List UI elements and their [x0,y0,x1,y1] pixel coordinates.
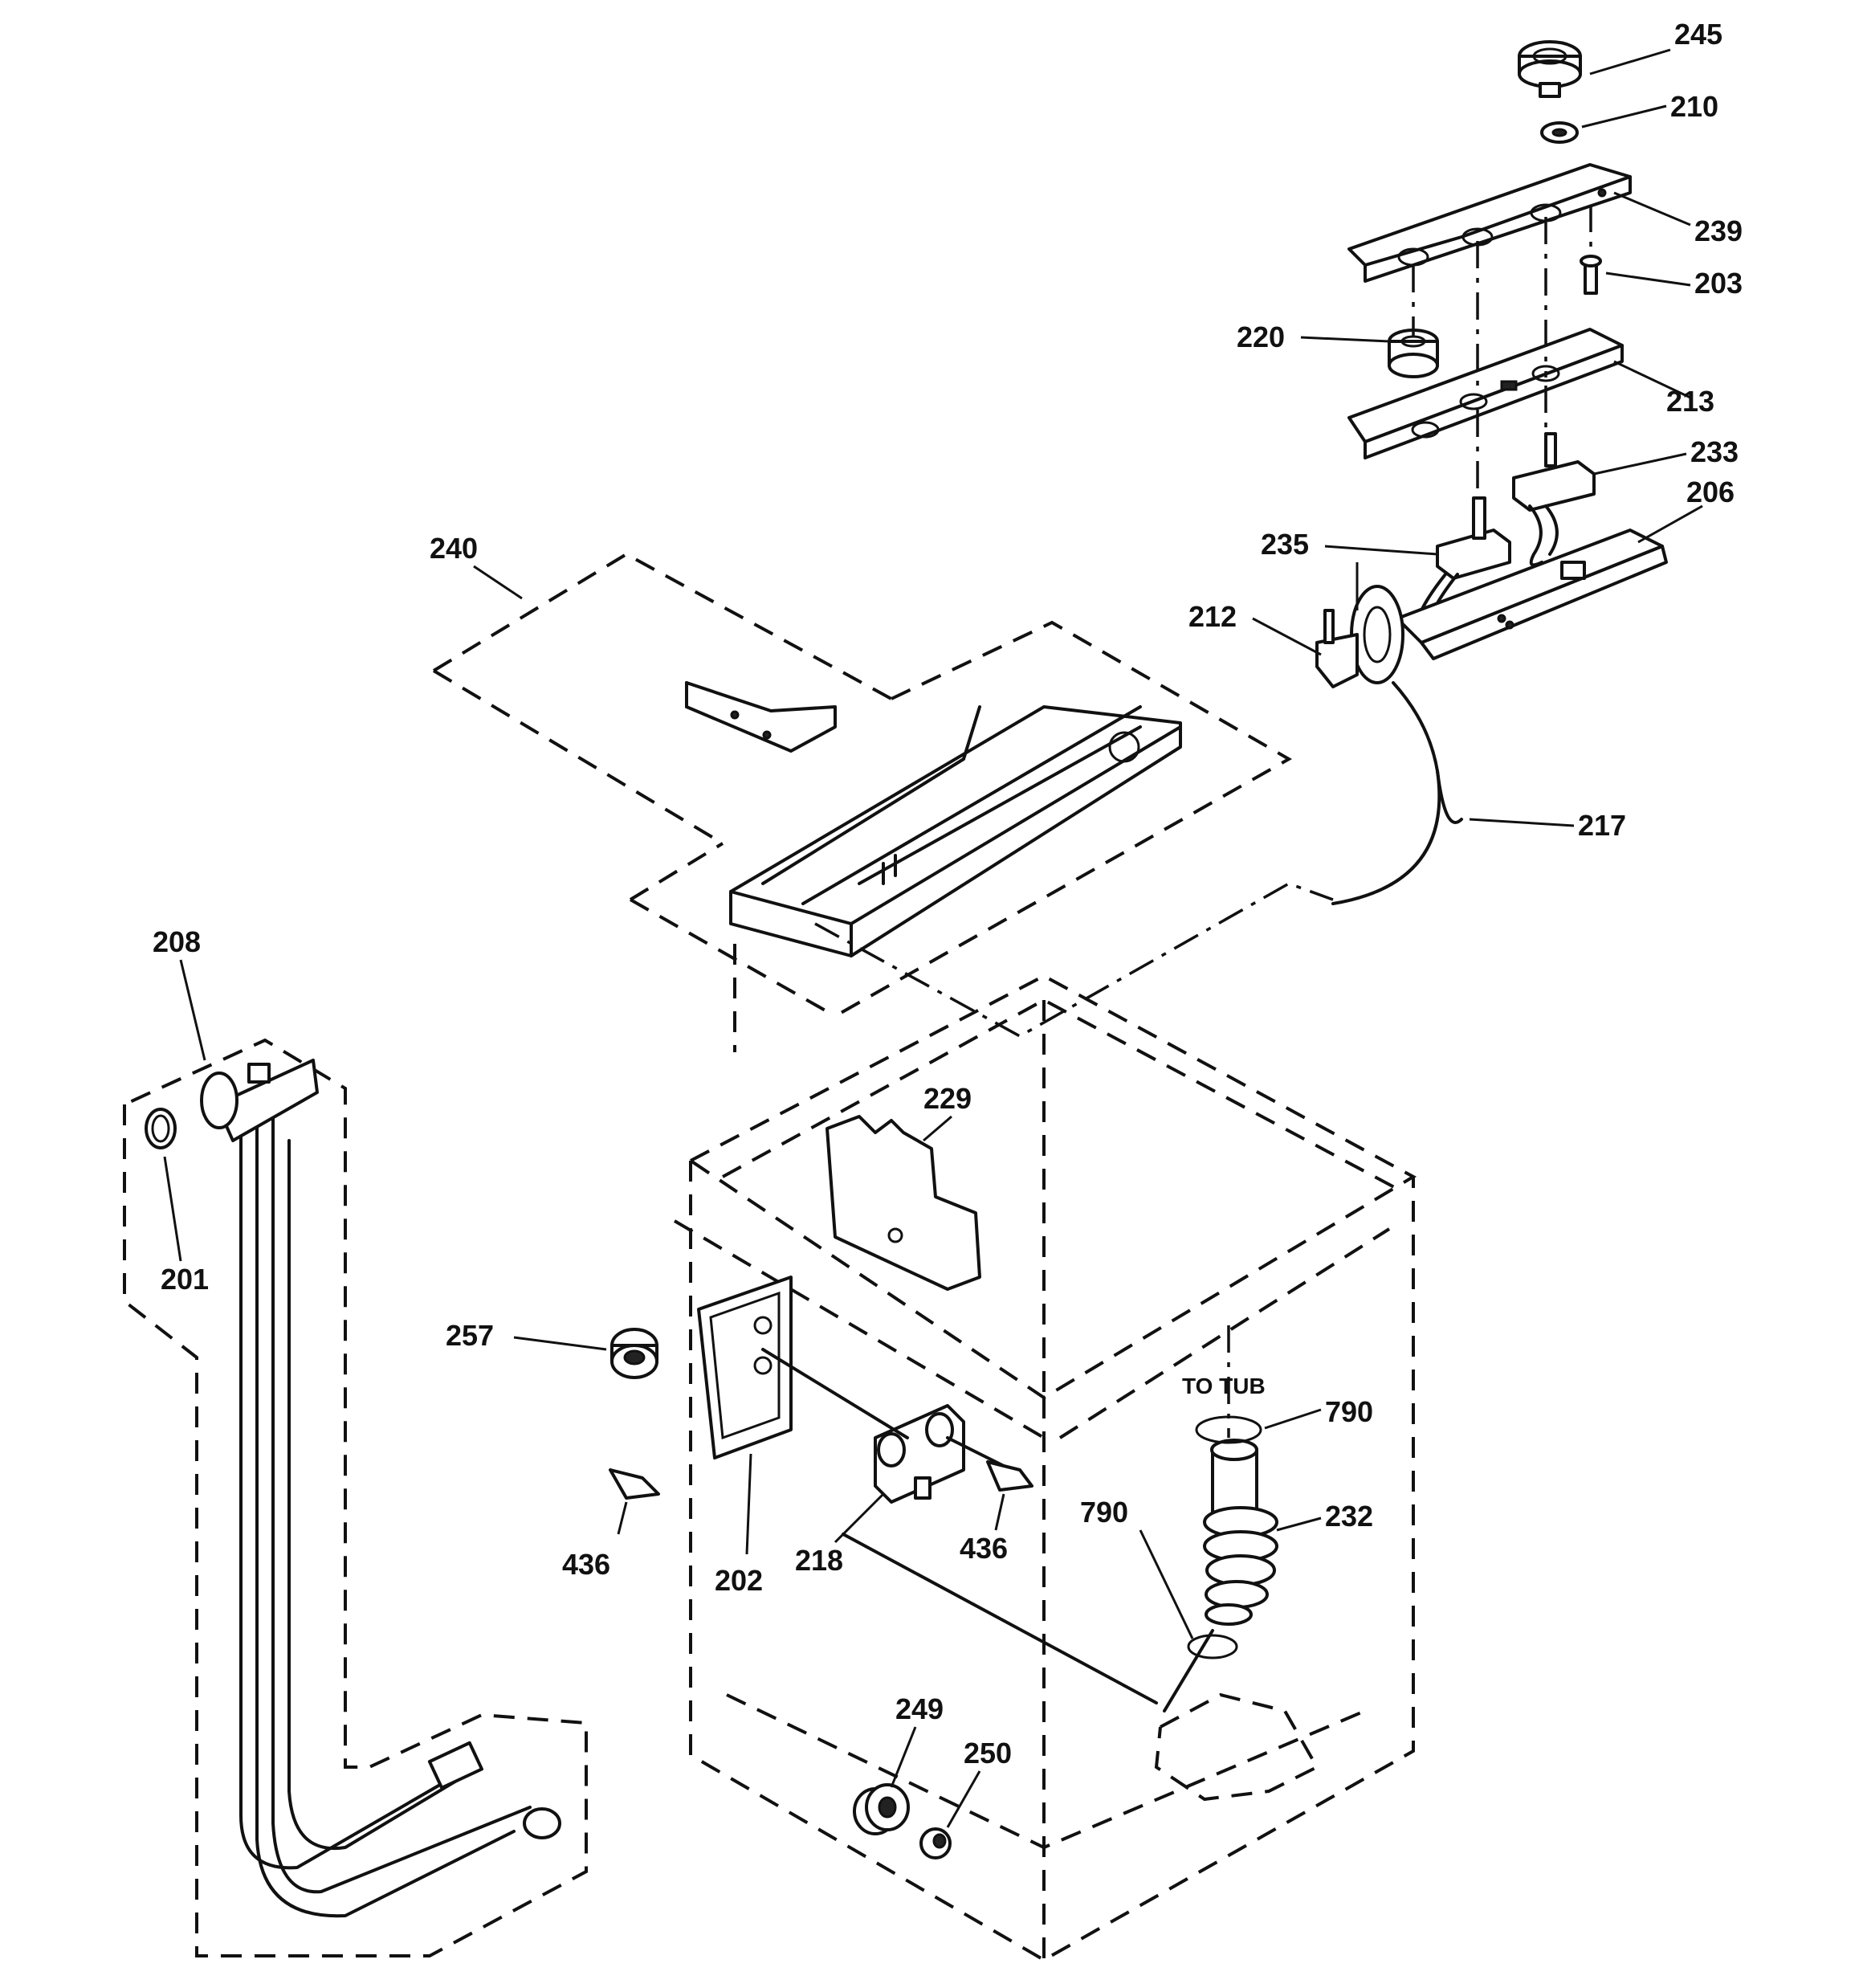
callout-218: 218 [795,1544,843,1577]
pcb-229 [826,1115,981,1291]
bushings-249-250 [853,1783,952,1859]
inlet-hose-208 [200,1059,561,1918]
callout-250: 250 [964,1737,1012,1770]
inlet-hose-outline [123,1038,588,1957]
to-tub-note: TO TUB [1182,1374,1266,1398]
callout-229: 229 [923,1082,972,1115]
callout-233: 233 [1690,435,1739,468]
callout-232: 232 [1325,1500,1373,1533]
callout-206: 206 [1686,476,1735,508]
switch-233 [1512,432,1596,567]
tub-pump-sketch [1154,1692,1319,1802]
bushing-257 [610,1328,658,1379]
callout-245: 245 [1674,18,1722,51]
callout-235: 235 [1261,528,1309,561]
callout-240: 240 [430,532,478,565]
drain-route-line [842,1533,1158,1704]
callout-436-left: 436 [562,1548,610,1581]
valve-route-line [761,1348,909,1439]
callout-790-upper: 790 [1325,1395,1373,1428]
callout-220: 220 [1237,320,1285,353]
cabinet-outline [673,974,1417,1962]
screws-436 [609,1460,1033,1500]
callout-257: 257 [446,1319,494,1352]
leader-lines [163,48,1703,1828]
callout-212: 212 [1188,600,1237,633]
callout-249: 249 [895,1692,944,1725]
control-panel-housing [685,681,1182,957]
washer-201 [145,1108,177,1149]
callout-208: 208 [153,925,201,958]
screw-203 [1580,255,1602,295]
hose-217 [1331,681,1463,905]
clamps-790 [1187,1415,1262,1659]
pressure-switch-212 [1315,562,1404,688]
callout-labels: 245 210 239 203 220 213 233 206 235 240 … [153,18,1743,1770]
switch-235 [1420,496,1511,612]
callout-239: 239 [1694,214,1743,247]
callout-202: 202 [715,1564,763,1597]
callout-203: 203 [1694,267,1743,300]
cable-route-line [814,882,1334,1039]
knob-245 [1518,40,1582,98]
callout-210: 210 [1670,90,1718,123]
callout-790-lower: 790 [1080,1496,1128,1529]
callout-217: 217 [1578,809,1626,842]
callout-201: 201 [161,1263,209,1296]
alignment-lines [1412,205,1592,498]
console-outline [432,552,1293,1052]
callout-436-right: 436 [960,1532,1008,1565]
callout-213: 213 [1666,385,1714,418]
drain-hose-232 [1163,1325,1278,1712]
mounting-plate-202 [697,1276,793,1459]
water-valve-218 [874,1404,1013,1504]
pcb-206 [1396,529,1668,660]
bracket-213 [1347,328,1624,459]
spacer-210 [1540,121,1579,144]
